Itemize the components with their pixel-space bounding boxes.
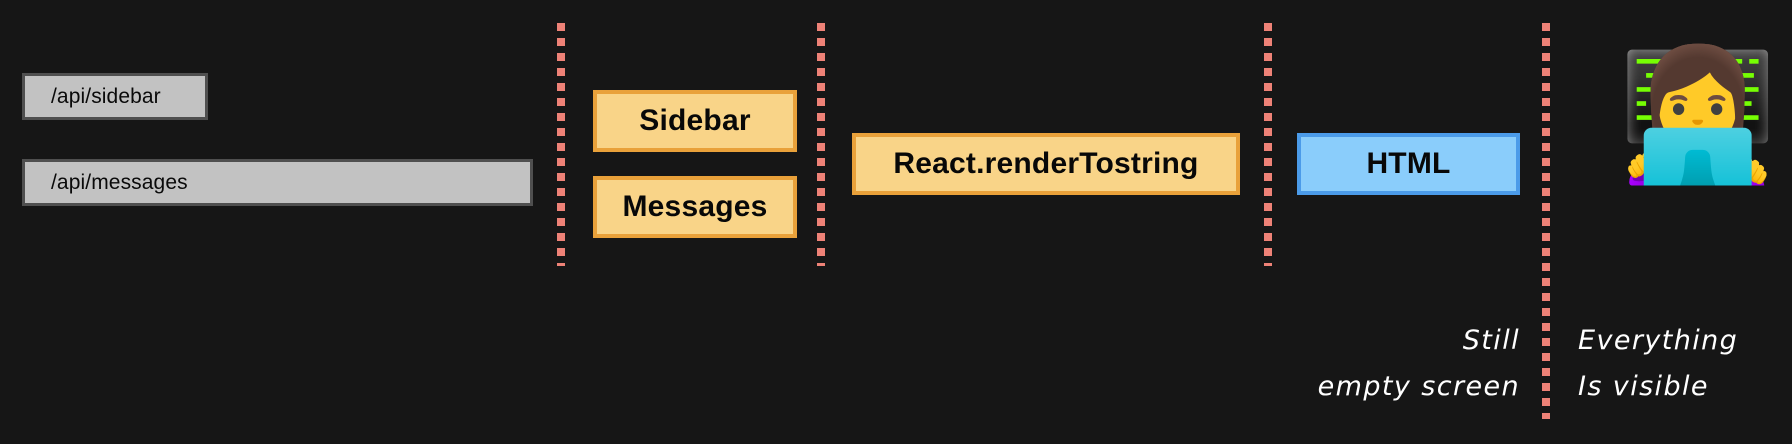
woman-technologist-emoji: 👩‍💻 [1618,44,1778,187]
request-bar-label: /api/sidebar [51,84,161,108]
phase-divider-1 [557,23,565,266]
node-html: HTML [1297,133,1520,195]
request-bar-label: /api/messages [51,170,188,194]
request-bar-api-messages: /api/messages [22,159,533,206]
node-label: React.renderTostring [893,147,1199,180]
phase-divider-2 [817,23,825,266]
node-label: Messages [622,190,768,223]
phase-divider-3 [1264,23,1272,266]
node-label: Sidebar [639,104,751,137]
node-label: HTML [1366,147,1451,180]
node-messages: Messages [593,176,797,238]
phase-divider-4 [1542,23,1550,419]
node-react-render-to-string: React.renderTostring [852,133,1240,195]
annotation-still-empty-screen: Still empty screen [1317,325,1520,402]
request-bar-api-sidebar: /api/sidebar [22,73,208,120]
node-sidebar: Sidebar [593,90,797,152]
annotation-everything-is-visible: Everything Is visible [1578,325,1739,402]
